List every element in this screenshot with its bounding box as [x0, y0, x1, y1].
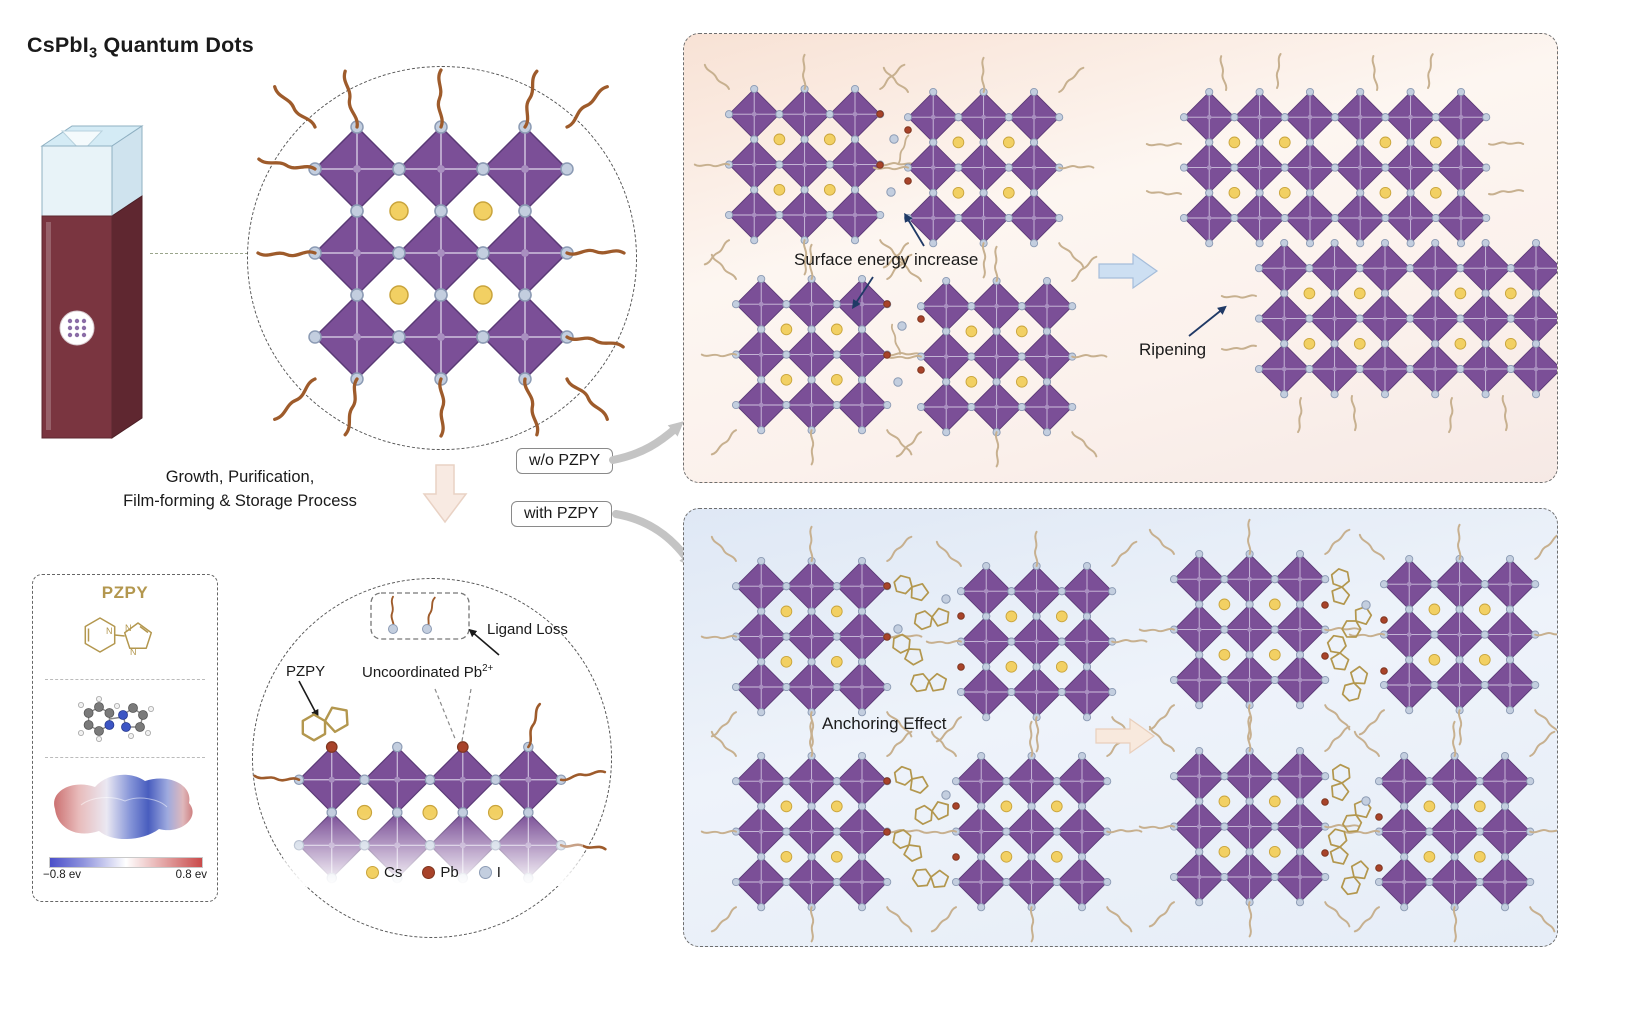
qd-lattice — [1350, 525, 1557, 745]
divider — [45, 679, 205, 680]
surface-energy-label: Surface energy increase — [794, 250, 979, 269]
pzpy-panel-title: PZPY — [101, 583, 149, 602]
pzpy-molecule-panel: PZPY N N N — [32, 574, 218, 902]
legend-item-pb: Pb — [422, 864, 459, 881]
uncoordinated-callout-lines — [434, 688, 472, 742]
pzpy-arrow-icon — [298, 680, 319, 718]
qd-lattice — [1140, 717, 1360, 937]
qd-lattice — [874, 58, 1094, 278]
ligand-loss-inset — [370, 592, 470, 640]
ripening-label: Ripening — [1139, 340, 1207, 359]
pzpy-molecule-icon — [296, 698, 355, 748]
lost-ligands — [388, 595, 437, 634]
divider — [45, 757, 205, 758]
anchored-pzpy-molecules — [1323, 566, 1375, 899]
qd-lattice-art — [256, 69, 626, 437]
scale-max-label: 0.8 ev — [175, 869, 207, 881]
ligand-loss-label: Ligand Loss — [487, 621, 568, 638]
process-label: Growth, Purification, Film-forming & Sto… — [90, 466, 390, 514]
title-subscript: 3 — [88, 45, 98, 62]
right-arrow-icon — [1095, 717, 1156, 755]
legend-i-label: I — [496, 864, 501, 881]
n-atom-label: N — [125, 623, 132, 633]
uncoordinated-pb-dot — [325, 741, 338, 753]
n-atom-label: N — [130, 647, 137, 657]
uncoordinated-sup: 2+ — [482, 663, 494, 674]
ripening-arrow-icon — [1188, 305, 1227, 337]
pzpy-esp-map — [54, 774, 193, 840]
title-suffix: Quantum Dots — [97, 33, 254, 57]
process-line2: Film-forming & Storage Process — [123, 491, 357, 510]
anchoring-panel: Anchoring Effect — [683, 508, 1558, 947]
free-pzpy-molecules — [887, 573, 953, 890]
qd-lattice — [258, 70, 624, 436]
qd-lattice — [927, 532, 1147, 752]
legend-cs-label: Cs — [384, 864, 403, 881]
legend-pb-label: Pb — [440, 864, 459, 881]
cs-dot-icon — [366, 866, 379, 879]
esp-color-scale — [49, 857, 203, 868]
i-dot-icon — [478, 866, 492, 879]
ligand-loss-arrow-icon — [468, 628, 500, 656]
qd-lattice — [887, 247, 1107, 467]
qd-surface-lattice — [253, 702, 607, 884]
anchoring-effect-label: Anchoring Effect — [822, 714, 947, 733]
surface-pb-dots — [883, 582, 965, 861]
cuvette-connector-line — [150, 253, 248, 254]
scale-min-label: −0.8 ev — [43, 869, 82, 881]
surface-pb-dots — [876, 110, 925, 374]
route-with-pzpy: with PZPY — [511, 501, 612, 527]
ripened-cluster — [1145, 52, 1557, 434]
atom-legend: Cs Pb I — [366, 864, 501, 881]
qd-structure-circle — [247, 66, 637, 450]
anchoring-panel-art — [684, 509, 1557, 946]
cuvette-icon — [40, 125, 144, 439]
title-prefix: CsPbI — [27, 33, 89, 57]
qd-lattice — [922, 722, 1142, 942]
pzpy-structure-drawing: N N N — [84, 617, 153, 657]
surface-energy-arrow-up-icon — [904, 212, 925, 247]
page-title: CsPbI3 Quantum Dots — [27, 33, 254, 61]
surface-pb-dots — [1321, 601, 1388, 872]
right-arrow-icon — [1098, 252, 1159, 290]
down-arrow-icon — [422, 464, 468, 524]
uncoordinated-prefix: Uncoordinated Pb — [362, 664, 483, 681]
qd-lattice — [1345, 722, 1557, 942]
ripening-panel-art — [684, 52, 1557, 482]
legend-item-cs: Cs — [366, 864, 402, 881]
route-without-pzpy: w/o PZPY — [516, 448, 614, 474]
ripening-panel: Surface energy increase Ripening — [683, 33, 1558, 483]
surface-energy-arrow-down-icon — [852, 276, 874, 310]
pzpy-ballstick-model — [78, 696, 155, 743]
uncoordinated-pb-dot — [456, 741, 469, 753]
pzpy-annotation-label: PZPY — [286, 663, 326, 680]
detached-species — [886, 134, 910, 387]
legend-item-i: I — [478, 864, 501, 881]
n-atom-label: N — [106, 626, 113, 636]
pb-dot-icon — [422, 866, 436, 879]
process-line1: Growth, Purification, — [165, 468, 315, 486]
qd-lattice — [1140, 520, 1360, 740]
uncoordinated-pb-label: Uncoordinated Pb2+ — [362, 663, 493, 681]
